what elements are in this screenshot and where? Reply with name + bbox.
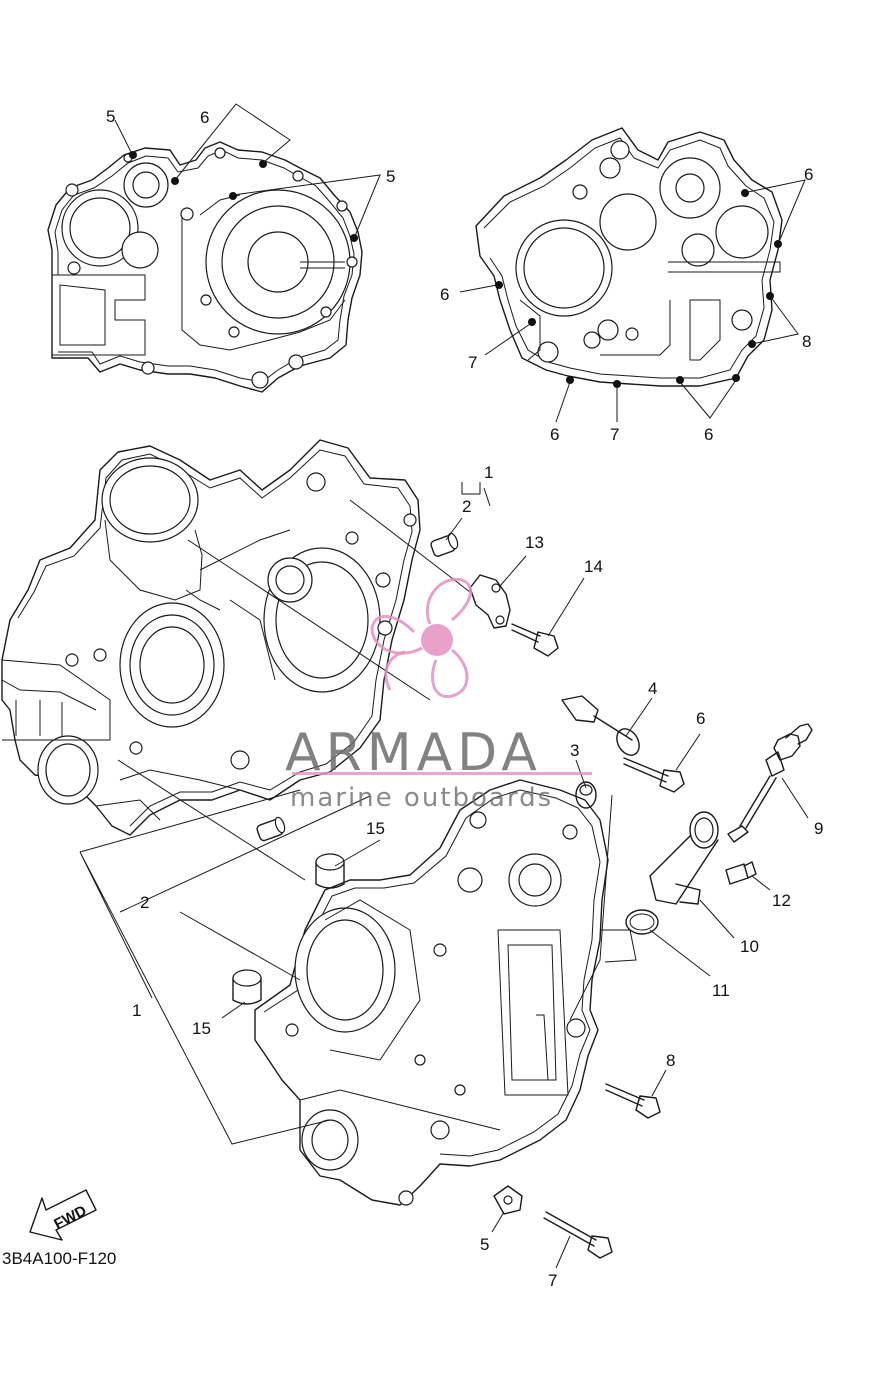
dowel-pin-3	[575, 781, 597, 809]
callout-6-tr-a: 6	[804, 165, 813, 184]
callout-14: 14	[584, 557, 603, 576]
dowel-15-lower	[232, 969, 262, 1005]
callout-10: 10	[740, 937, 759, 956]
callout-6-main: 6	[696, 709, 705, 728]
callout-8-main: 8	[666, 1051, 675, 1070]
bolt-6	[623, 757, 685, 793]
dowel-15-upper	[315, 853, 345, 889]
upper-crankcase-half	[1, 439, 421, 836]
plate-13	[469, 574, 511, 629]
watermark-underline	[292, 772, 592, 775]
oil-filler-pipe-10	[649, 811, 719, 905]
bracket-5	[493, 1185, 523, 1215]
callout-1-top: 1	[484, 463, 493, 482]
callout-6-tr-c: 6	[550, 425, 559, 444]
callout-5-tl-b: 5	[386, 167, 395, 186]
callout-1-left: 1	[132, 1001, 141, 1020]
callout-15-left: 15	[192, 1019, 211, 1038]
bolt-14	[511, 623, 559, 657]
bolt-8	[605, 1083, 661, 1119]
callout-13: 13	[525, 533, 544, 552]
callout-6-tr-b: 6	[440, 285, 449, 304]
fwd-arrow-icon: FWD	[29, 1189, 97, 1241]
callout-8-tr: 8	[802, 332, 811, 351]
watermark-tagline: marine outboards	[290, 783, 553, 813]
callout-2-top: 2	[462, 497, 471, 516]
callout-4: 4	[648, 679, 657, 698]
armada-watermark: ARMADA marine outboards	[285, 577, 592, 813]
callout-11: 11	[712, 981, 730, 1000]
callout-5-tl-a: 5	[106, 107, 115, 126]
callout-9: 9	[814, 819, 823, 838]
callout-3: 3	[570, 741, 579, 760]
callout-5-main: 5	[480, 1235, 489, 1254]
o-ring-11	[625, 909, 659, 935]
callout-6-tr-d: 6	[704, 425, 713, 444]
callout-12: 12	[772, 891, 791, 910]
propeller-logo-icon	[370, 577, 473, 698]
leader-lines	[79, 482, 809, 1269]
callout-15-top: 15	[366, 819, 385, 838]
top-right-crankcase-view	[459, 127, 806, 423]
plate-4	[561, 695, 640, 756]
dowel-pin-2-upper	[430, 532, 459, 557]
bolt-12	[725, 861, 757, 885]
callout-7-tr-b: 7	[610, 425, 619, 444]
callout-7-main: 7	[548, 1271, 557, 1290]
callout-numbers-top-left: 5 6 5	[106, 107, 395, 186]
callout-numbers-top-right: 6 6 7 8 6 7 6	[440, 165, 813, 444]
callout-6-tl: 6	[200, 108, 209, 127]
callout-numbers-main: 1 2 13 14 4 6 3 9 15 12 2 10 11 1 15 8 5…	[132, 463, 823, 1290]
dowel-pin-2-lower	[256, 816, 286, 842]
diagram-code: 3B4A100-F120	[2, 1249, 116, 1268]
callout-2-left: 2	[140, 893, 149, 912]
lower-crankcase-half	[254, 779, 637, 1206]
fwd-label: FWD	[51, 1202, 89, 1233]
callout-7-tr-a: 7	[468, 353, 477, 372]
bolt-7	[543, 1211, 613, 1259]
dipstick-9	[727, 723, 813, 843]
top-left-crankcase-view	[47, 103, 381, 393]
